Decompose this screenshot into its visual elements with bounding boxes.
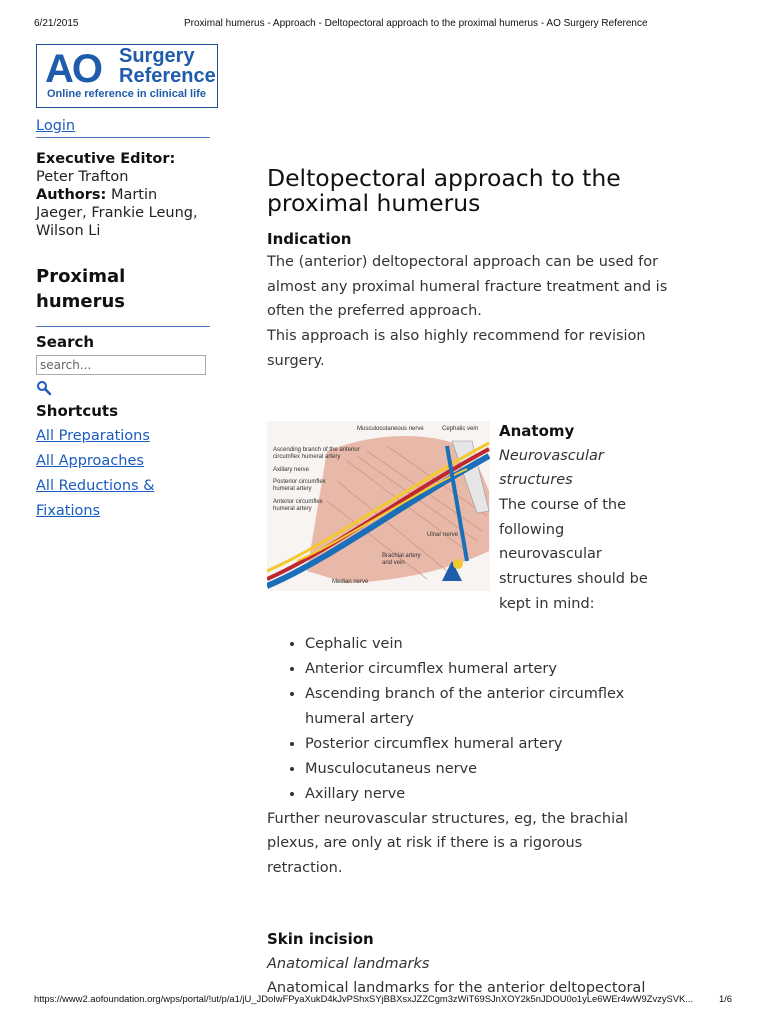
list-item: Axillary nerve <box>305 782 677 807</box>
print-date: 6/21/2015 <box>34 18 79 29</box>
label-ulnar: Ulnar nerve <box>427 532 459 538</box>
label-brachial-2: and vein <box>382 560 405 566</box>
sidebar: Login Executive Editor: Peter Trafton Au… <box>36 115 210 524</box>
landmarks-text: Anatomical landmarks for the anterior de… <box>267 980 646 997</box>
label-median: Median nerve <box>332 579 369 585</box>
executive-editor-name: Peter Trafton <box>36 169 129 185</box>
list-item: Anterior circumflex humeral artery <box>305 657 677 682</box>
ao-surgery-reference-logo[interactable]: AO Surgery Reference Online reference in… <box>36 44 218 108</box>
shortcut-all-reductions-fixations[interactable]: All Reductions & Fixations <box>36 478 155 519</box>
label-axillary: Axillary nerve <box>273 467 310 473</box>
shortcut-all-approaches[interactable]: All Approaches <box>36 453 144 469</box>
artery-path <box>267 446 490 581</box>
shortcuts-label: Shortcuts <box>36 402 119 420</box>
label-anterior-1: Anterior circumflex <box>273 499 323 505</box>
authors-label: Authors: <box>36 187 107 203</box>
print-url: https://www2.aofoundation.org/wps/portal… <box>34 993 694 1004</box>
search-icon[interactable] <box>36 380 52 396</box>
indication-paragraph-2: This approach is also highly recommend f… <box>267 328 646 369</box>
page-title: Deltopectoral approach to the proximal h… <box>267 164 621 217</box>
indication-paragraph-1: The (anterior) deltopectoral approach ca… <box>267 254 668 320</box>
print-footer: https://www2.aofoundation.org/wps/portal… <box>34 993 732 1007</box>
anatomy-heading: Anatomy <box>499 421 575 440</box>
ao-marker-dot <box>453 558 463 569</box>
sidebar-divider <box>36 137 210 138</box>
print-document-title: Proximal humerus - Approach - Deltopecto… <box>184 18 648 29</box>
section-divider <box>36 326 210 327</box>
anatomy-subheading: Neurovascular structures <box>499 447 604 489</box>
label-ascending-1: Ascending branch of the anterior <box>273 447 360 453</box>
authors-names: Martin Jaeger, Frankie Leung, Wilson Li <box>36 187 198 239</box>
landmarks-subheading: Anatomical landmarks <box>267 955 430 972</box>
label-cephalic: Cephalic vein <box>442 426 478 432</box>
skin-incision-heading: Skin incision <box>267 929 374 948</box>
main-content: Deltopectoral approach to the proximal h… <box>267 166 677 1001</box>
anatomy-section: Musculocutaneous nerve Cephalic vein Asc… <box>267 419 677 619</box>
logo-tagline: Online reference in clinical life <box>47 88 206 100</box>
neurovascular-list: Cephalic vein Anterior circumflex humera… <box>267 632 677 807</box>
label-posterior-1: Posterior circumflex <box>273 479 326 485</box>
label-posterior-2: humeral artery <box>273 486 312 492</box>
cephalic-vein-path <box>445 445 469 561</box>
anatomy-intro: The course of the following neurovascula… <box>499 496 648 612</box>
nerve-path-2 <box>296 467 468 562</box>
indication-heading: Indication <box>267 230 352 248</box>
list-item: Posterior circumflex humeral artery <box>305 732 677 757</box>
search-input[interactable] <box>36 355 206 375</box>
label-anterior-2: humeral artery <box>273 506 312 512</box>
nerve-path <box>267 441 490 572</box>
anatomy-illustration[interactable]: Musculocutaneous nerve Cephalic vein Asc… <box>267 420 490 591</box>
ao-marker-icon <box>442 560 462 581</box>
logo-ao-text: AO <box>45 47 103 91</box>
editor-authors-block: Executive Editor: Peter Trafton Authors:… <box>36 150 210 240</box>
shortcut-all-preparations[interactable]: All Preparations <box>36 428 150 444</box>
print-header: 6/21/2015 Proximal humerus - Approach - … <box>34 18 732 32</box>
logo-reference-text: Reference <box>119 65 216 87</box>
login-link[interactable]: Login <box>36 118 76 134</box>
label-brachial-1: Brachial artery <box>382 553 421 559</box>
further-paragraph: Further neurovascular structures, eg, th… <box>267 810 629 876</box>
section-title: Proximal humerus <box>36 266 126 312</box>
label-ascending-2: circumflex humeral artery <box>273 454 340 460</box>
list-item: Ascending branch of the anterior circumf… <box>305 682 645 732</box>
search-label: Search <box>36 333 95 351</box>
list-item: Cephalic vein <box>305 632 677 657</box>
logo-surgery-text: Surgery <box>119 45 195 67</box>
anatomy-text: Anatomy Neurovascular structures The cou… <box>499 419 679 617</box>
executive-editor-label: Executive Editor: <box>36 151 176 167</box>
list-item: Musculocutaneus nerve <box>305 757 677 782</box>
print-page-number: 1/6 <box>718 993 732 1004</box>
label-musculocutaneous: Musculocutaneous nerve <box>357 426 424 432</box>
